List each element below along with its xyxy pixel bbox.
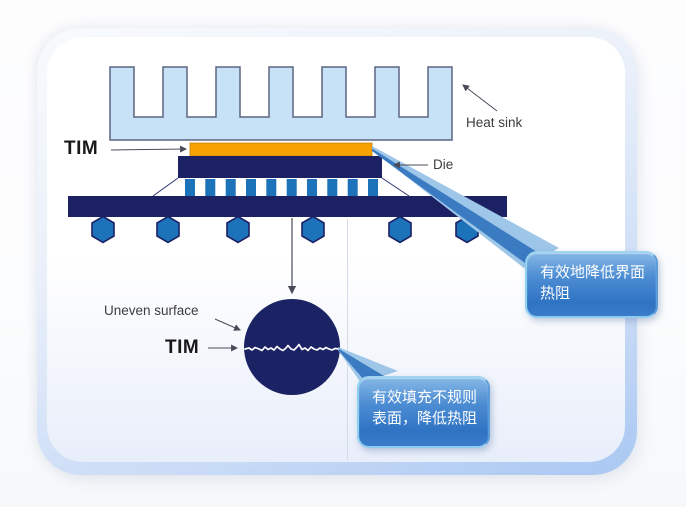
callout-1-line-2: 热阻 [540,285,571,303]
heat-sink-label: Heat sink [466,115,523,130]
die-label: Die [433,157,454,172]
substrate-shape [68,196,507,217]
callout-tail-lower [338,347,398,383]
uneven-surface-wavy-line [244,343,340,352]
callout-reduce-interface-resistance: 有效地降低界面 热阻 [525,251,658,318]
tim-top-label: TIM [64,138,99,159]
heat-sink-shape [109,66,453,141]
flip-chip-bumps [185,179,378,196]
tim-layer-shape [189,142,373,157]
callout-1-line-1: 有效地降低界面 [540,264,646,281]
magnifier-circle [244,299,340,395]
heat-sink-leader [462,84,498,112]
callout-2-line-1: 有效填充不规则 [372,389,478,406]
uneven-surface-label: Uneven surface [104,303,199,318]
uneven-surface-leader [214,318,241,331]
callout-tail-upper [372,146,559,268]
callout-fill-irregular-surface: 有效填充不规则 表面，降低热阻 [357,376,490,448]
tim-top-leader [110,145,188,153]
die-shape [178,156,382,178]
callout-2-line-2: 表面，降低热阻 [372,410,478,428]
underfill-left-line [152,177,179,197]
leader-lines [110,84,498,352]
solder-balls [91,215,479,244]
underfill-right-line [381,177,410,197]
tim-bottom-label: TIM [165,337,200,358]
